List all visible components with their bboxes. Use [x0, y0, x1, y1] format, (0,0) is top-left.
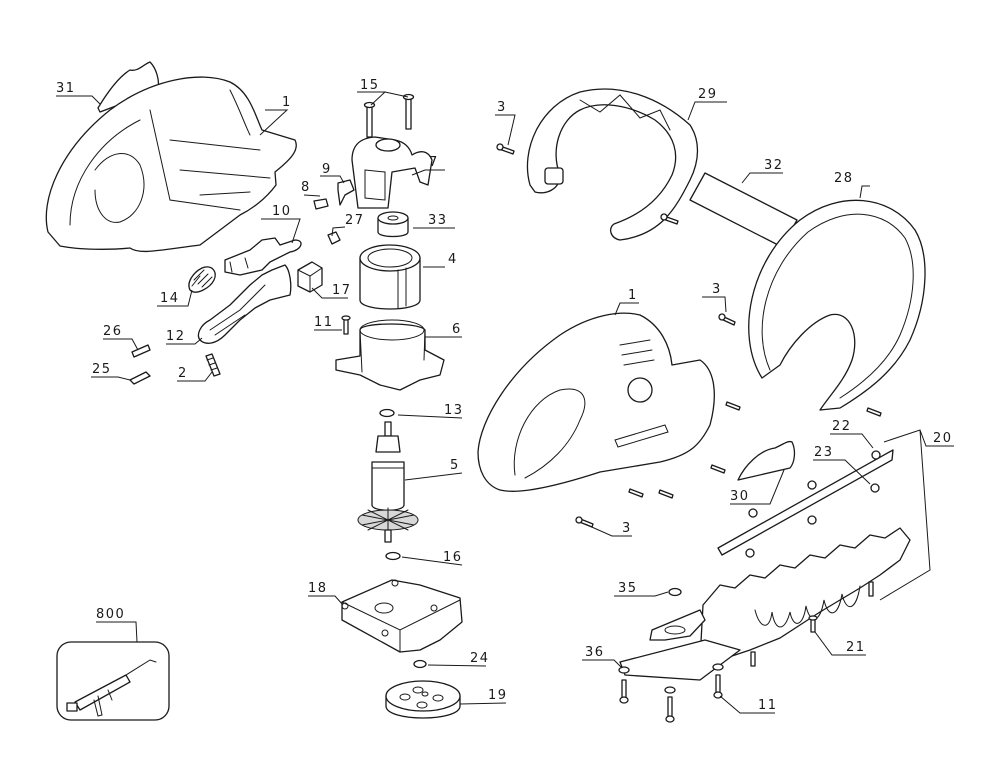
- part-31-decal: [97, 61, 160, 113]
- part-2-spring: [205, 353, 221, 377]
- callout-29: 29: [698, 87, 718, 102]
- part-9-terminal: [337, 179, 355, 206]
- part-screw-blade-extra: [750, 581, 874, 667]
- part-26-lock-plate: [131, 344, 151, 358]
- part-4-field-stator: [359, 244, 421, 310]
- part-8-brush: [313, 198, 329, 210]
- callout-19: 19: [488, 688, 508, 703]
- callout-25: 25: [92, 362, 112, 377]
- leader-lines: [56, 91, 954, 714]
- part-25-lock-lever: [129, 371, 151, 385]
- callout-23: 23: [814, 445, 834, 460]
- callout-6: 6: [452, 322, 462, 337]
- callout-16: 16: [443, 550, 463, 565]
- part-15-screws: [363, 93, 415, 138]
- callout-21: 21: [846, 640, 866, 655]
- callout-3-lower: 3: [622, 521, 632, 536]
- callout-1-left-housing: 1: [282, 95, 292, 110]
- callout-5: 5: [450, 458, 460, 473]
- callout-3-guard: 3: [712, 282, 722, 297]
- part-18-gear-case: [341, 579, 463, 653]
- part-17-switch: [297, 261, 323, 293]
- part-27-clip: [327, 231, 341, 245]
- part-28-hand-guard: [748, 199, 926, 411]
- part-21-screw: [808, 615, 818, 633]
- callout-4: 4: [448, 252, 458, 267]
- callout-30: 30: [730, 489, 750, 504]
- part-800-grease-gun: [56, 641, 170, 721]
- part-33-bushing: [377, 211, 409, 238]
- part-10-actuator: [224, 237, 302, 276]
- callout-12: 12: [166, 329, 186, 344]
- callout-24: 24: [470, 651, 490, 666]
- part-24-washer: [413, 659, 427, 669]
- part-30-decal: [737, 440, 796, 481]
- callout-17: 17: [332, 283, 352, 298]
- callout-3-handle: 3: [497, 100, 507, 115]
- part-1-housing-right: [477, 312, 715, 492]
- callout-1-right-housing: 1: [628, 288, 638, 303]
- part-3-screw-handle: [496, 143, 515, 155]
- callout-800: 800: [96, 607, 126, 622]
- callout-27: 27: [345, 213, 365, 228]
- part-1-housing-left: [45, 76, 297, 253]
- part-12-trigger: [197, 264, 292, 344]
- part-14-spring: [188, 266, 216, 293]
- part-13-washer: [379, 408, 395, 418]
- part-19-gear: [385, 680, 461, 719]
- callout-31: 31: [56, 81, 76, 96]
- callout-2: 2: [178, 366, 188, 381]
- callout-20: 20: [933, 431, 953, 446]
- callout-14: 14: [160, 291, 180, 306]
- callout-11-blade: 11: [758, 698, 778, 713]
- part-7-brush-holder: [351, 136, 433, 209]
- callout-10: 10: [272, 204, 292, 219]
- callout-28: 28: [834, 171, 854, 186]
- part-3-screw-handle-lower: [660, 213, 679, 225]
- callout-18: 18: [308, 581, 328, 596]
- callout-15: 15: [360, 78, 380, 93]
- callout-33: 33: [428, 213, 448, 228]
- callout-32: 32: [764, 158, 784, 173]
- part-35-washer: [668, 587, 682, 597]
- callout-22: 22: [832, 419, 852, 434]
- part-29-front-handle: [526, 88, 699, 241]
- callout-8: 8: [301, 180, 311, 195]
- part-6-motor-housing: [335, 319, 445, 391]
- part-36-washer: [618, 666, 630, 674]
- part-20-blade-assembly: [619, 449, 911, 681]
- callout-9: 9: [322, 162, 332, 177]
- part-32-label: [689, 172, 798, 248]
- part-11-screws-blade: [619, 663, 724, 723]
- part-11-screw-motor: [341, 315, 351, 335]
- part-16-washer: [385, 551, 401, 561]
- part-5-armature: [357, 421, 419, 543]
- callout-7: 7: [429, 155, 439, 170]
- part-3-screws-housing: [575, 401, 882, 528]
- callout-36: 36: [585, 645, 605, 660]
- callout-13: 13: [444, 403, 464, 418]
- callout-35: 35: [618, 581, 638, 596]
- callout-11-motor: 11: [314, 315, 334, 330]
- callout-26: 26: [103, 324, 123, 339]
- part-3-screw-guard: [718, 313, 736, 326]
